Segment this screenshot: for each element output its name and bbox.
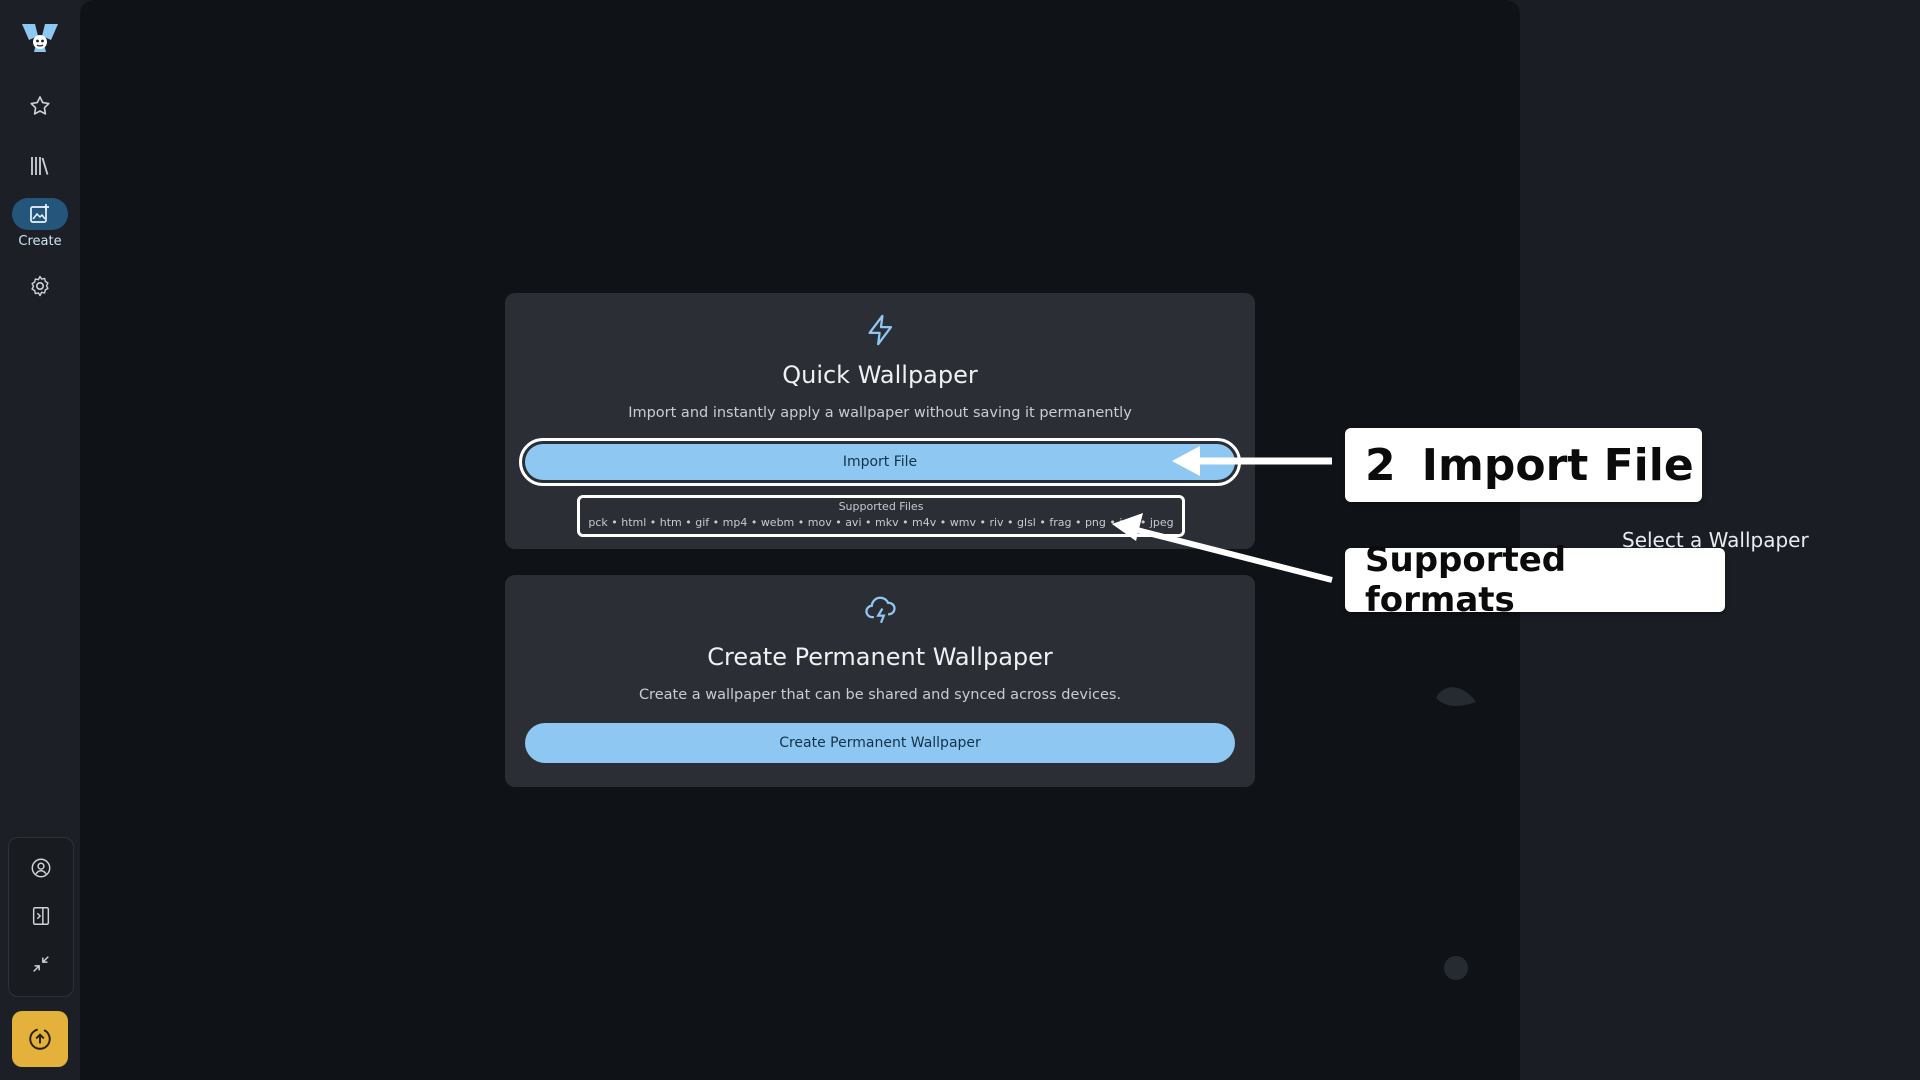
nav-create-label: Create xyxy=(18,234,62,249)
ghost-shape-icon xyxy=(1444,956,1468,980)
permanent-wallpaper-description: Create a wallpaper that can be shared an… xyxy=(638,687,1122,703)
create-permanent-wallpaper-button[interactable]: Create Permanent Wallpaper xyxy=(525,723,1235,763)
radioactive-face-logo xyxy=(22,24,58,52)
import-file-button[interactable]: Import File xyxy=(525,444,1235,480)
nav-library[interactable] xyxy=(12,146,68,186)
permanent-wallpaper-title: Create Permanent Wallpaper xyxy=(707,643,1053,671)
import-file-callout: 2 Import File xyxy=(1345,428,1702,502)
upload-action-button[interactable] xyxy=(12,1011,68,1067)
panel-toggle-icon xyxy=(32,907,50,925)
cloud-lightning-icon xyxy=(865,596,896,624)
sidebar: Create xyxy=(0,0,80,1080)
panel-toggle-button[interactable] xyxy=(9,896,73,936)
ghost-shape-icon xyxy=(1436,687,1476,706)
minimize-button[interactable] xyxy=(9,944,73,984)
supported-files-list: pck • html • htm • gif • mp4 • webm • mo… xyxy=(588,516,1174,529)
star-icon xyxy=(30,96,50,115)
quick-wallpaper-title: Quick Wallpaper xyxy=(782,361,978,389)
lightning-icon xyxy=(868,314,893,346)
nav-favorites[interactable] xyxy=(12,86,68,126)
callout-formats-label: Supported formats xyxy=(1365,540,1567,620)
nav-create[interactable] xyxy=(12,198,68,230)
callout-import-label: Import File xyxy=(1421,439,1694,491)
supported-files-title: Supported Files xyxy=(838,500,924,513)
permanent-wallpaper-card: Create Permanent Wallpaper Create a wall… xyxy=(505,575,1255,787)
app-logo[interactable] xyxy=(18,18,62,62)
account-icon xyxy=(31,858,51,878)
callout-step-number: 2 xyxy=(1365,439,1396,491)
upload-cloud-icon xyxy=(29,1028,51,1050)
gear-icon xyxy=(31,275,49,297)
minimize-icon xyxy=(33,956,49,972)
library-icon xyxy=(31,157,49,175)
account-button[interactable] xyxy=(9,848,73,888)
create-image-icon xyxy=(30,204,49,223)
import-file-highlight: Import File xyxy=(519,438,1241,486)
sidebar-bottom-group xyxy=(8,837,74,997)
main-content: Quick Wallpaper Import and instantly app… xyxy=(80,0,1520,1080)
quick-wallpaper-description: Import and instantly apply a wallpaper w… xyxy=(628,405,1132,421)
nav-settings[interactable] xyxy=(12,266,68,306)
supported-files-box: Supported Files pck • html • htm • gif •… xyxy=(577,495,1185,537)
quick-wallpaper-card: Quick Wallpaper Import and instantly app… xyxy=(505,293,1255,549)
supported-formats-callout: Supported formats xyxy=(1345,540,1725,620)
